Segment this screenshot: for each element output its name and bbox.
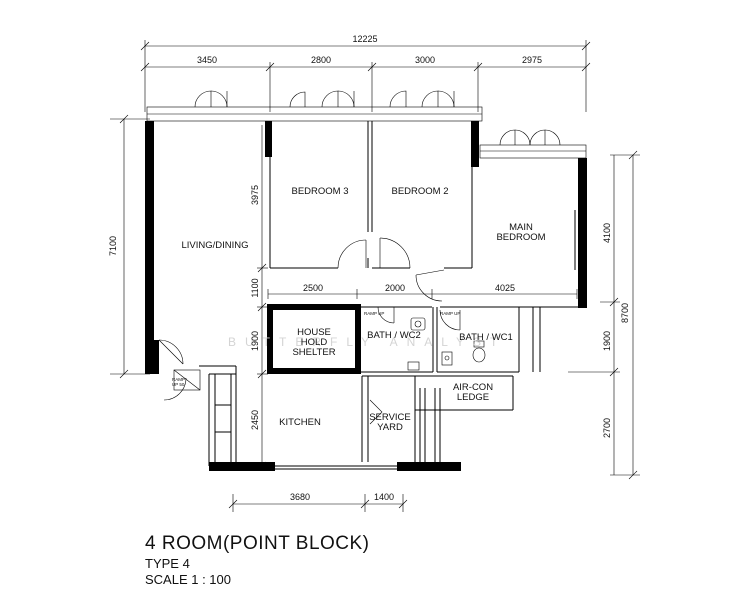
dim-bottom-1: 3680 — [290, 492, 310, 502]
dim-corridor-1: 2500 — [303, 283, 323, 293]
dim-top-4: 2975 — [522, 55, 542, 65]
dim-left-height: 7100 — [108, 236, 118, 256]
plan-title: 4 ROOM(POINT BLOCK) — [145, 533, 370, 554]
dim-top-2: 2800 — [311, 55, 331, 65]
floor-plan: BUTTERFLY ANALYST 12225 3450 2800 3000 2… — [108, 34, 640, 512]
dim-right-3: 2700 — [602, 418, 612, 438]
room-bedroom-3: BEDROOM 3 — [291, 186, 348, 197]
room-labels: LIVING/DINING BEDROOM 3 BEDROOM 2 MAIN B… — [172, 186, 546, 433]
dim-right-total: 8700 — [620, 303, 630, 323]
doors — [158, 237, 461, 425]
room-shelter-line2: HOLD — [301, 337, 328, 348]
ramp-entrance-line1: RAMP — [172, 377, 185, 382]
dim-right-1: 4100 — [602, 223, 612, 243]
room-main-bedroom-line1: MAIN — [509, 222, 533, 233]
room-aircon-line1: AIR-CON — [453, 382, 493, 393]
ramp-entrance-line2: UP 50 — [172, 382, 185, 387]
fixtures — [173, 317, 486, 391]
ramp-bath2: RAMP UP — [364, 311, 384, 316]
room-service-yard-line2: YARD — [377, 422, 403, 433]
dim-corridor-2: 2000 — [385, 283, 405, 293]
room-shelter-line1: HOUSE — [297, 327, 331, 338]
dim-bed3-depth: 3975 — [250, 185, 260, 205]
room-shelter-line3: SHELTER — [292, 347, 335, 358]
walls — [145, 121, 587, 471]
room-bedroom-2: BEDROOM 2 — [391, 186, 448, 197]
room-kitchen: KITCHEN — [279, 417, 321, 428]
dim-kitchen-depth: 2450 — [250, 410, 260, 430]
dim-overall-width: 12225 — [352, 34, 377, 44]
dim-shelter-depth: 1900 — [250, 331, 260, 351]
dim-bottom-2: 1400 — [374, 492, 394, 502]
dim-top-1: 3450 — [197, 55, 217, 65]
room-bath-wc1: BATH / WC1 — [459, 332, 513, 343]
dim-corridor-3: 4025 — [495, 283, 515, 293]
dimension-lines — [110, 40, 640, 512]
dim-corridor: 1100 — [250, 278, 260, 297]
room-living-dining: LIVING/DINING — [181, 240, 248, 251]
windows — [146, 90, 587, 159]
plan-scale: SCALE 1 : 100 — [145, 572, 231, 587]
room-bath-wc2: BATH / WC2 — [367, 330, 421, 341]
room-main-bedroom-line2: BEDROOM — [496, 232, 545, 243]
dim-right-2: 1900 — [602, 331, 612, 351]
dimension-labels: 12225 3450 2800 3000 2975 7100 3975 1100… — [108, 34, 630, 502]
watermark: BUTTERFLY ANALYST — [228, 335, 506, 349]
ramp-bath1: RAMP UP — [440, 311, 460, 316]
room-aircon-line2: LEDGE — [457, 392, 489, 403]
room-service-yard-line1: SERVICE — [369, 412, 411, 423]
dim-top-3: 3000 — [415, 55, 435, 65]
plan-type: TYPE 4 — [145, 556, 190, 571]
